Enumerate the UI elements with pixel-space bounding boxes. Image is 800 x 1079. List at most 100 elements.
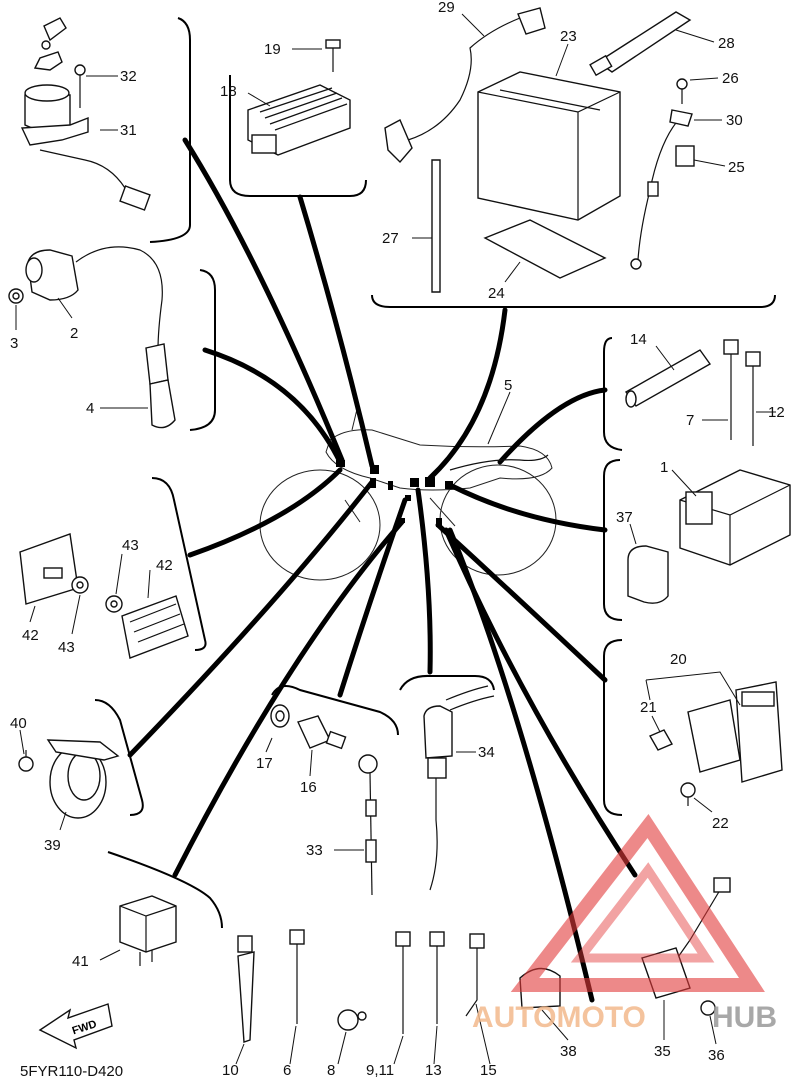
callout-34: 34 <box>478 744 495 761</box>
nut-43-right[interactable] <box>105 595 123 613</box>
callout-35: 35 <box>654 1043 671 1060</box>
callout-21: 21 <box>640 699 657 716</box>
battery-band-part[interactable] <box>589 11 692 77</box>
ignition-coil-group: 3 2 4 <box>8 246 176 429</box>
group-brackets <box>94 17 776 929</box>
starter-relay-part[interactable] <box>687 681 783 783</box>
reflector-42-left[interactable] <box>19 533 79 605</box>
battery-part[interactable] <box>477 71 621 221</box>
nut-43-left[interactable] <box>71 576 89 594</box>
bolt-22[interactable] <box>680 782 696 806</box>
spark-plug-cap-part[interactable] <box>145 343 176 429</box>
rectifier-regulator-part[interactable] <box>247 84 351 156</box>
callout-19: 19 <box>264 41 281 58</box>
callout-16: 16 <box>300 779 317 796</box>
callout-28: 28 <box>718 35 735 52</box>
cdi-unit-part[interactable] <box>679 469 791 566</box>
callout-36: 36 <box>708 1047 725 1064</box>
callout-9-11: 9,11 <box>366 1062 394 1079</box>
band-10[interactable] <box>237 935 255 1043</box>
breather-hose-part[interactable] <box>431 159 441 293</box>
flasher-group: 41 <box>72 895 177 970</box>
watermark-triangle-outer <box>510 813 765 992</box>
cable-tie-12[interactable] <box>745 351 761 446</box>
callout-22: 22 <box>712 815 729 832</box>
relay-37-part[interactable] <box>627 545 669 604</box>
callout-39: 39 <box>44 837 61 854</box>
battery-pad-part[interactable] <box>483 219 607 279</box>
horn-part[interactable] <box>46 739 120 819</box>
callout-41: 41 <box>72 953 89 970</box>
fuse-21[interactable] <box>649 729 673 751</box>
bolt-40[interactable] <box>18 750 34 772</box>
reflector-42-right[interactable] <box>121 595 189 659</box>
reflector-group: 42 43 43 42 <box>19 533 189 659</box>
callout-7: 7 <box>686 412 694 429</box>
cable-tie-13[interactable] <box>429 931 445 1024</box>
callout-25: 25 <box>728 159 745 176</box>
callout-33: 33 <box>306 842 323 859</box>
callout-30: 30 <box>726 112 743 129</box>
group-leaders <box>127 137 638 1003</box>
callout-23: 23 <box>560 28 577 45</box>
horn-group: 40 39 <box>10 715 120 854</box>
screw-32[interactable] <box>74 64 86 108</box>
bolt-19[interactable] <box>325 39 341 72</box>
watermark-text-hub: HUB <box>712 1001 777 1034</box>
callout-20: 20 <box>670 651 687 668</box>
callout-2: 2 <box>70 325 78 342</box>
callout-4: 4 <box>86 400 94 417</box>
protector-tube-part[interactable] <box>624 349 712 408</box>
ignition-coil-part[interactable] <box>25 246 163 351</box>
callout-10: 10 <box>222 1062 239 1079</box>
lead-wire-33[interactable] <box>358 754 378 896</box>
terminal-30[interactable] <box>669 109 693 127</box>
cable-tie-15[interactable] <box>465 933 485 1017</box>
harness-group: 5 14 7 12 <box>449 331 785 471</box>
callout-31: 31 <box>120 122 137 139</box>
flasher-relay-part[interactable] <box>119 895 177 966</box>
starter-relay-group: 20 21 22 <box>640 651 783 832</box>
callout-43-left: 43 <box>58 639 75 656</box>
callout-43-right: 43 <box>122 537 139 554</box>
screw-26[interactable] <box>676 78 688 104</box>
callout-1: 1 <box>660 459 668 476</box>
diagram-code: 5FYR110-D420 <box>20 1063 123 1079</box>
callout-5: 5 <box>504 377 512 394</box>
positive-lead-part[interactable] <box>384 7 546 164</box>
bolt-3[interactable] <box>8 288 24 304</box>
forward-arrow-icon: FWD <box>38 1003 113 1050</box>
callout-12: 12 <box>768 404 785 421</box>
callout-13: 13 <box>425 1062 442 1079</box>
cdi-group: 1 37 <box>616 459 791 604</box>
rectifier-group: 19 18 <box>220 39 351 156</box>
washer-17[interactable] <box>270 704 290 728</box>
neutral-switch-group: 17 16 33 <box>256 704 378 896</box>
callout-37: 37 <box>616 509 633 526</box>
watermark-logo: AUTOMOTO HUB <box>472 813 777 1034</box>
callout-14: 14 <box>630 331 647 348</box>
callout-17: 17 <box>256 755 273 772</box>
clamp-25[interactable] <box>675 145 695 167</box>
cable-tie-7[interactable] <box>723 339 739 440</box>
callout-32: 32 <box>120 68 137 85</box>
screw-36[interactable] <box>700 1000 716 1016</box>
callout-15: 15 <box>480 1062 497 1079</box>
callout-6: 6 <box>283 1062 291 1079</box>
wire-harness-part[interactable] <box>449 454 549 471</box>
neutral-switch-16[interactable] <box>297 715 347 750</box>
cable-tie-6[interactable] <box>289 929 305 1024</box>
main-switch-part[interactable] <box>20 17 151 211</box>
callout-3: 3 <box>10 335 18 352</box>
negative-lead-part[interactable] <box>630 117 681 270</box>
callout-8: 8 <box>327 1062 335 1079</box>
main-switch-group: 32 31 <box>20 17 151 211</box>
cable-tie-9-11[interactable] <box>395 931 411 1034</box>
callout-42-left: 42 <box>22 627 39 644</box>
clip-8[interactable] <box>337 1009 367 1031</box>
battery-group: 29 23 28 26 30 25 27 24 <box>382 0 745 302</box>
callout-42-right: 42 <box>156 557 173 574</box>
thermo-switch-part[interactable] <box>423 685 495 891</box>
callout-24: 24 <box>488 285 505 302</box>
